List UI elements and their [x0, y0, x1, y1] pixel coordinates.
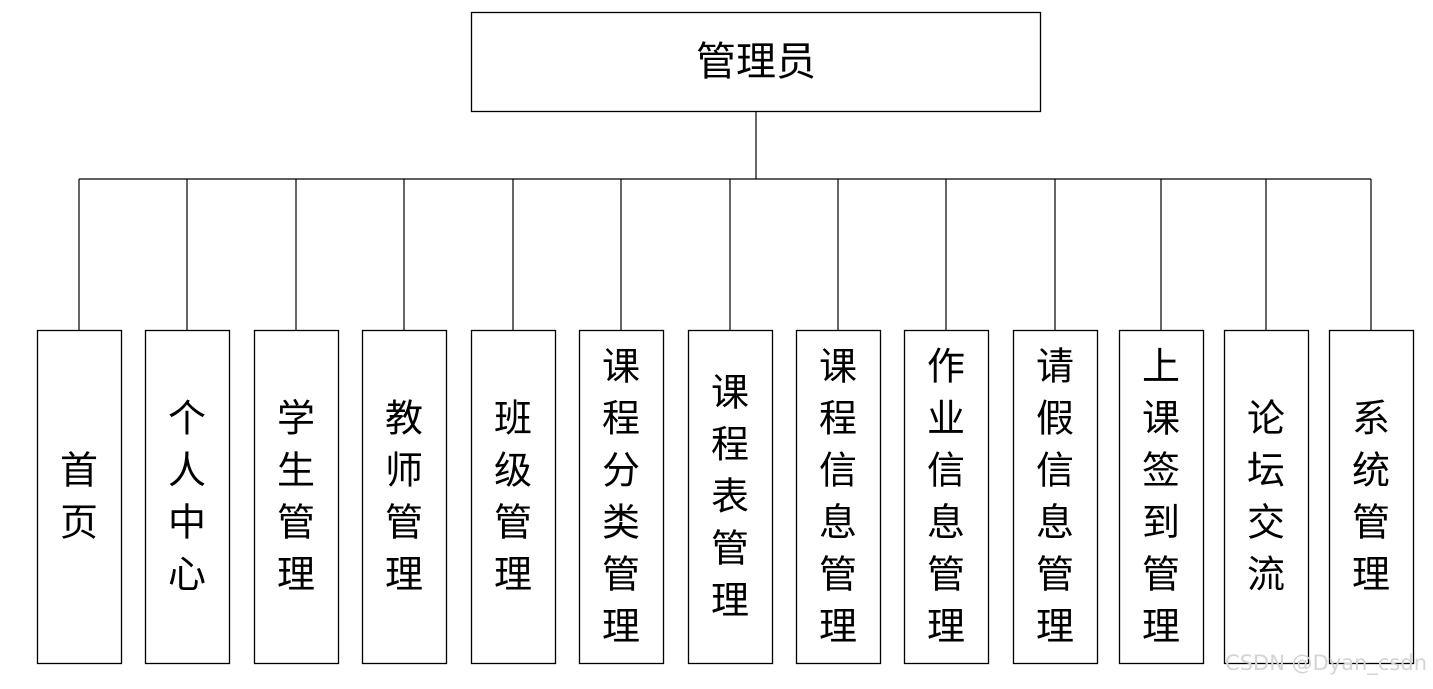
child-node: 个人中心: [144, 329, 231, 665]
child-node-box: [470, 329, 557, 665]
child-node: 教师管理: [361, 329, 448, 665]
child-node-box: [144, 329, 231, 665]
child-node-box: [687, 329, 774, 665]
child-node: 作业信息管理: [903, 329, 990, 665]
child-node-label: 教师管理: [385, 397, 423, 597]
child-node-label: 学生管理: [277, 397, 315, 597]
child-node: 请假信息管理: [1012, 329, 1099, 665]
child-node: 上课签到管理: [1118, 329, 1205, 665]
child-node-box: [253, 329, 340, 665]
child-node-box: [903, 329, 990, 665]
child-node-label: 论坛交流: [1247, 397, 1285, 597]
root-node-box: [470, 11, 1042, 113]
child-node-label: 课程表管理: [711, 371, 749, 623]
child-node-box: [1012, 329, 1099, 665]
watermark: CSDN @Dyan_csdn: [1225, 651, 1427, 676]
child-node: 班级管理: [470, 329, 557, 665]
child-node-label: 班级管理: [494, 397, 532, 597]
root-node-label: 管理员: [696, 39, 816, 85]
child-node: 论坛交流: [1223, 329, 1310, 665]
child-node-label: 上课签到管理: [1142, 345, 1180, 649]
child-node: 课程表管理: [687, 329, 774, 665]
child-node-box: [36, 329, 123, 665]
child-node-label: 个人中心: [168, 397, 206, 597]
child-node-box: [1328, 329, 1415, 665]
connector-lines: [78, 112, 1372, 330]
child-node-label: 课程信息管理: [819, 345, 857, 649]
child-nodes: 首页 个人中心 学生管理 教师管理 班级管理 课程分类管理 课程表管理 课程信息管理 作业信息管…: [36, 329, 1415, 665]
child-node-label: 系统管理: [1352, 397, 1390, 597]
child-node: 系统管理: [1328, 329, 1415, 665]
child-node-box: [578, 329, 665, 665]
root-node: 管理员: [470, 11, 1042, 113]
child-node-box: [795, 329, 882, 665]
child-node-box: [361, 329, 448, 665]
child-node-label: 课程分类管理: [602, 345, 640, 649]
child-node-box: [1118, 329, 1205, 665]
child-node: 课程信息管理: [795, 329, 882, 665]
child-node-box: [1223, 329, 1310, 665]
child-node-label: 请假信息管理: [1036, 345, 1074, 649]
child-node: 课程分类管理: [578, 329, 665, 665]
child-node: 首页: [36, 329, 123, 665]
child-node: 学生管理: [253, 329, 340, 665]
child-node-label: 首页: [60, 449, 98, 545]
child-node-label: 作业信息管理: [927, 345, 965, 649]
